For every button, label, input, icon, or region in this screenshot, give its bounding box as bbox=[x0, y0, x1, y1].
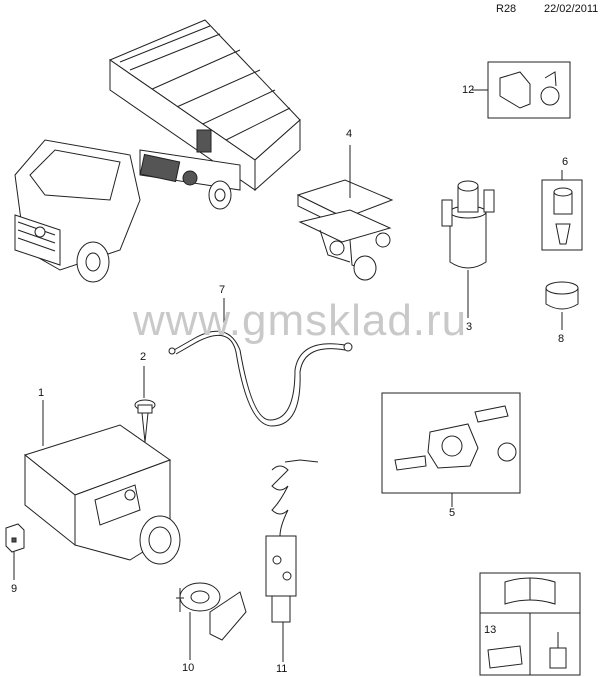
part-2-bolt bbox=[134, 399, 156, 443]
callout-13: 13 bbox=[484, 624, 497, 636]
part-7-cable bbox=[168, 330, 353, 427]
part-3-cylinder bbox=[441, 180, 495, 269]
callout-10: 10 bbox=[182, 662, 195, 674]
callout-8: 8 bbox=[558, 333, 565, 345]
callout-9: 9 bbox=[11, 583, 18, 595]
callout-3: 3 bbox=[466, 321, 473, 333]
callout-2: 2 bbox=[140, 351, 147, 363]
part-5-box bbox=[381, 392, 521, 494]
callout-6: 6 bbox=[562, 156, 569, 168]
part-12-box bbox=[487, 61, 571, 119]
truck-illustration bbox=[14, 19, 301, 283]
callout-5: 5 bbox=[449, 507, 456, 519]
callout-12: 12 bbox=[462, 84, 475, 96]
callout-4: 4 bbox=[346, 128, 353, 140]
diagram-date: 22/02/2011 bbox=[544, 3, 599, 15]
part-8-cap bbox=[545, 281, 579, 310]
callout-7: 7 bbox=[219, 284, 226, 296]
part-11-harness bbox=[265, 459, 319, 623]
callout-1: 1 bbox=[38, 387, 45, 399]
callout-11: 11 bbox=[276, 663, 288, 675]
part-9-block bbox=[5, 523, 25, 553]
leader-lines bbox=[13, 89, 563, 662]
part-13-box bbox=[479, 572, 581, 676]
diagram-code: R28 bbox=[496, 3, 517, 15]
part-10-pump bbox=[176, 582, 247, 641]
part-1-heater bbox=[23, 424, 181, 565]
part-6-box bbox=[541, 179, 583, 251]
part-4-bracket bbox=[296, 179, 394, 281]
